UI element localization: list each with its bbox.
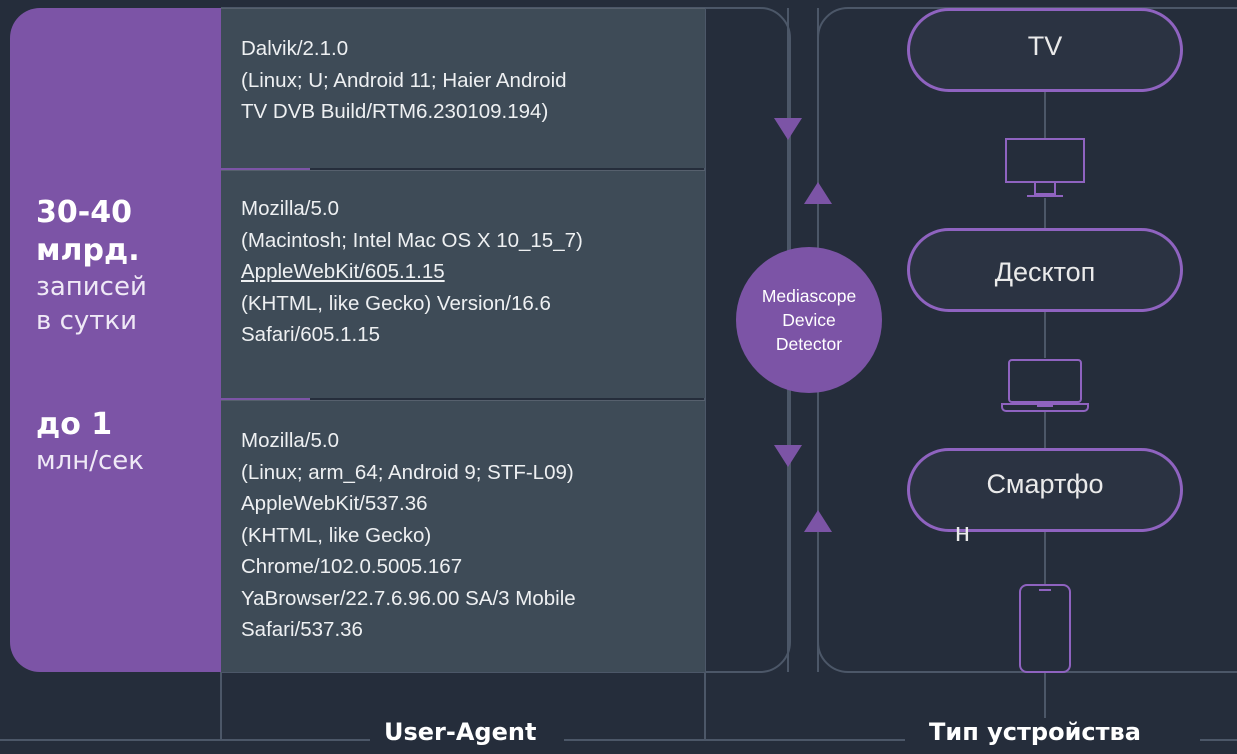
detector-line1: Mediascope [761,286,857,306]
device-type-tv: TV [907,8,1183,92]
user-agent-line: (KHTML, like Gecko) Version/16.6 [241,291,551,315]
arrow-down-icon [774,445,802,467]
user-agent-box: Mozilla/5.0 (Macintosh; Intel Mac OS X 1… [221,170,705,398]
arrow-down-icon [774,118,802,140]
user-agent-line: (KHTML, like Gecko) [241,523,432,547]
rate-caption: млн/сек [36,446,144,476]
device-type-section-label: Тип устройства [917,718,1153,746]
device-type-label-overflow: н [955,517,970,547]
tv-icon [1005,138,1085,197]
user-agent-line: (Macintosh; Intel Mac OS X 10_15_7) [241,228,583,252]
device-type-label: Смартфо [986,469,1104,499]
rate-stat: до 1 млн/сек [36,406,144,478]
user-agent-box: Dalvik/2.1.0 (Linux; U; Android 11; Haie… [221,8,705,168]
device-type-smartphone: Смартфо н [907,448,1183,547]
user-agent-line: AppleWebKit/537.36 [241,492,428,515]
laptop-icon [1001,359,1089,412]
user-agent-link[interactable]: AppleWebKit/605.1.15 [241,260,445,283]
user-agent-line: TV DVB Build/RTM6.230109.194) [241,100,549,123]
user-agent-line: Safari/537.36 [241,618,363,641]
user-agent-box: Mozilla/5.0 (Linux; arm_64; Android 9; S… [221,400,705,672]
records-stat: 30-40 млрд. записей в сутки [36,194,147,338]
user-agent-line: YaBrowser/22.7.6.96.00 SA/3 Mobile [241,586,576,610]
device-type-desktop: Десктоп [907,228,1183,312]
user-agent-section-label: User-Agent [372,718,549,746]
records-value-line1: 30-40 [36,195,132,230]
arrow-up-icon [804,182,832,204]
user-agent-line: (Linux; arm_64; Android 9; STF-L09) [241,460,574,484]
user-agent-line: Safari/605.1.15 [241,323,381,346]
records-value-line2: млрд. [36,233,140,268]
device-detector-node: Mediascope Device Detector [736,247,882,393]
records-caption-line2: в сутки [36,306,138,336]
records-caption-line1: записей [36,272,147,302]
rate-value: до 1 [36,407,113,442]
user-agent-line: Mozilla/5.0 [241,197,339,220]
smartphone-icon [1019,584,1071,673]
user-agent-line: Chrome/102.0.5005.167 [241,555,463,578]
detector-line3: Detector [775,334,843,354]
device-type-label: TV [1027,31,1063,61]
arrow-up-icon [804,510,832,532]
detector-line2: Device [782,310,836,330]
user-agent-line: Dalvik/2.1.0 [241,37,349,60]
device-type-label: Десктоп [994,257,1096,287]
user-agent-line: Mozilla/5.0 [241,429,339,452]
user-agent-line: (Linux; U; Android 11; Haier Android [241,68,567,92]
